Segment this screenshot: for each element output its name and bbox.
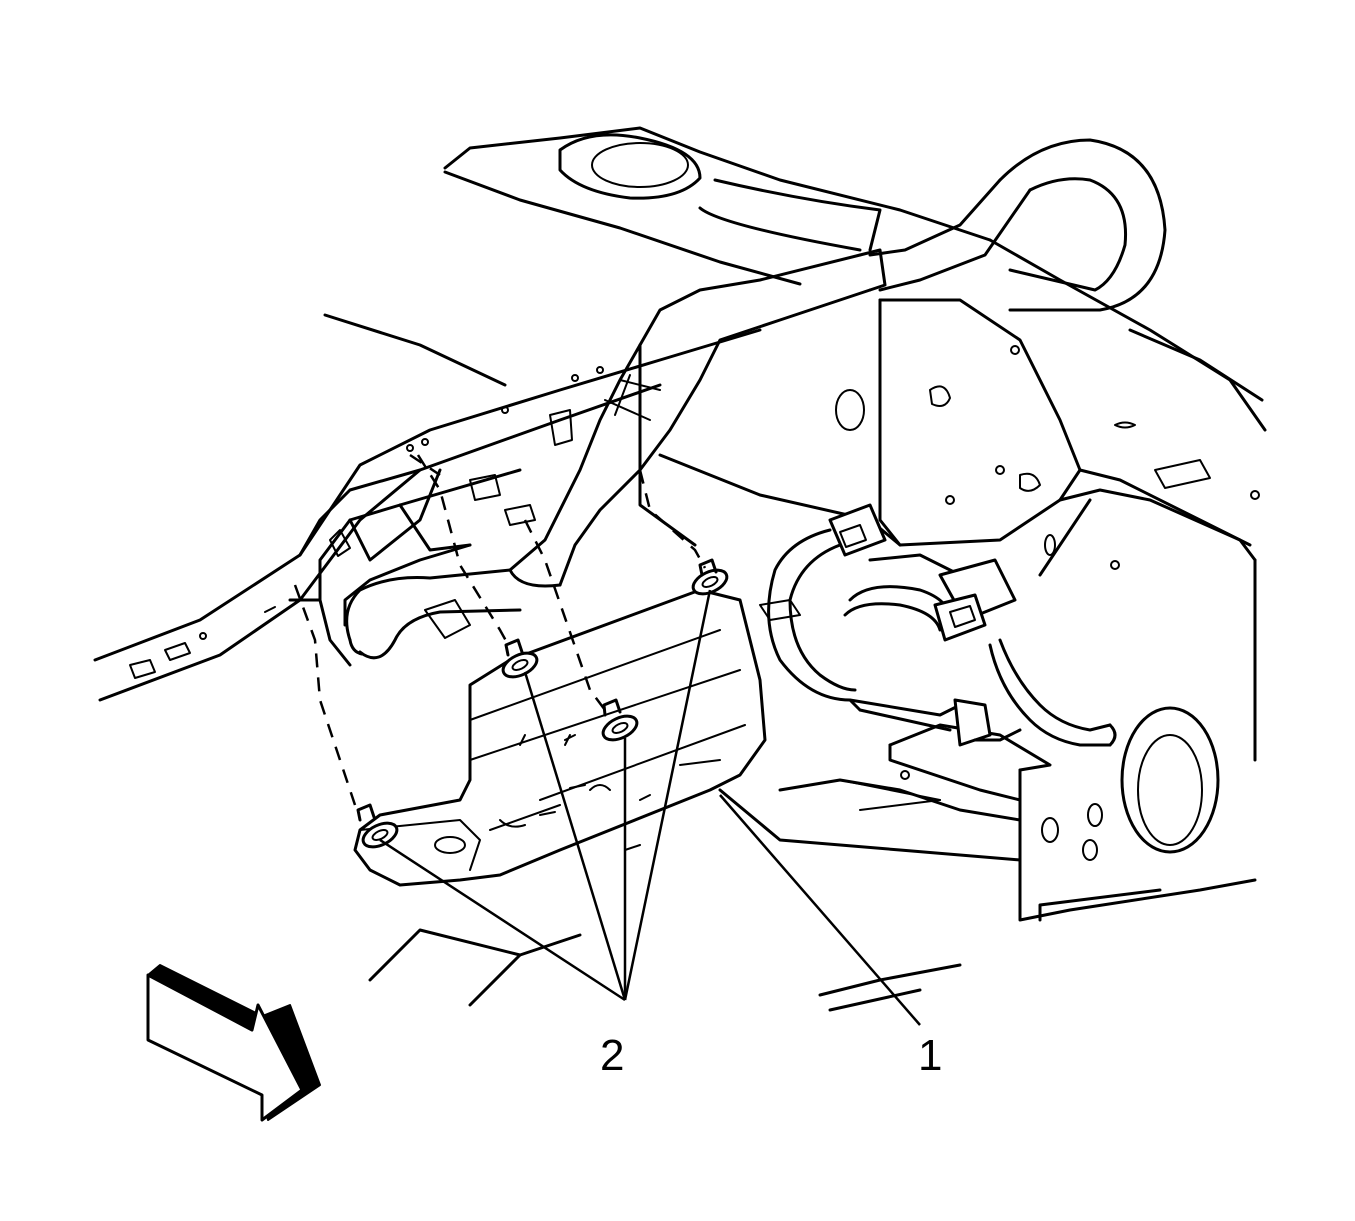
mounting-bracket — [638, 298, 1260, 570]
small-hose-left — [345, 568, 522, 660]
left-frame-rail — [93, 313, 762, 702]
nut-center — [601, 698, 639, 742]
vent-hose — [508, 138, 1167, 588]
nut-lower-left — [356, 803, 399, 849]
nut-upper-left — [501, 638, 539, 679]
right-frame-rail — [1018, 468, 1257, 922]
callout-2: 2 — [600, 1031, 624, 1080]
upper-body-panel — [443, 126, 1267, 432]
fastener-nuts — [356, 558, 729, 849]
stud-alignment-lines — [293, 453, 707, 806]
nut-upper-right — [691, 558, 729, 596]
callout-leaders — [379, 589, 921, 1026]
front-direction-arrow-icon — [146, 964, 321, 1122]
wiring-harness — [759, 503, 1117, 747]
heat-shield — [353, 588, 767, 887]
callout-1: 1 — [918, 1031, 942, 1080]
